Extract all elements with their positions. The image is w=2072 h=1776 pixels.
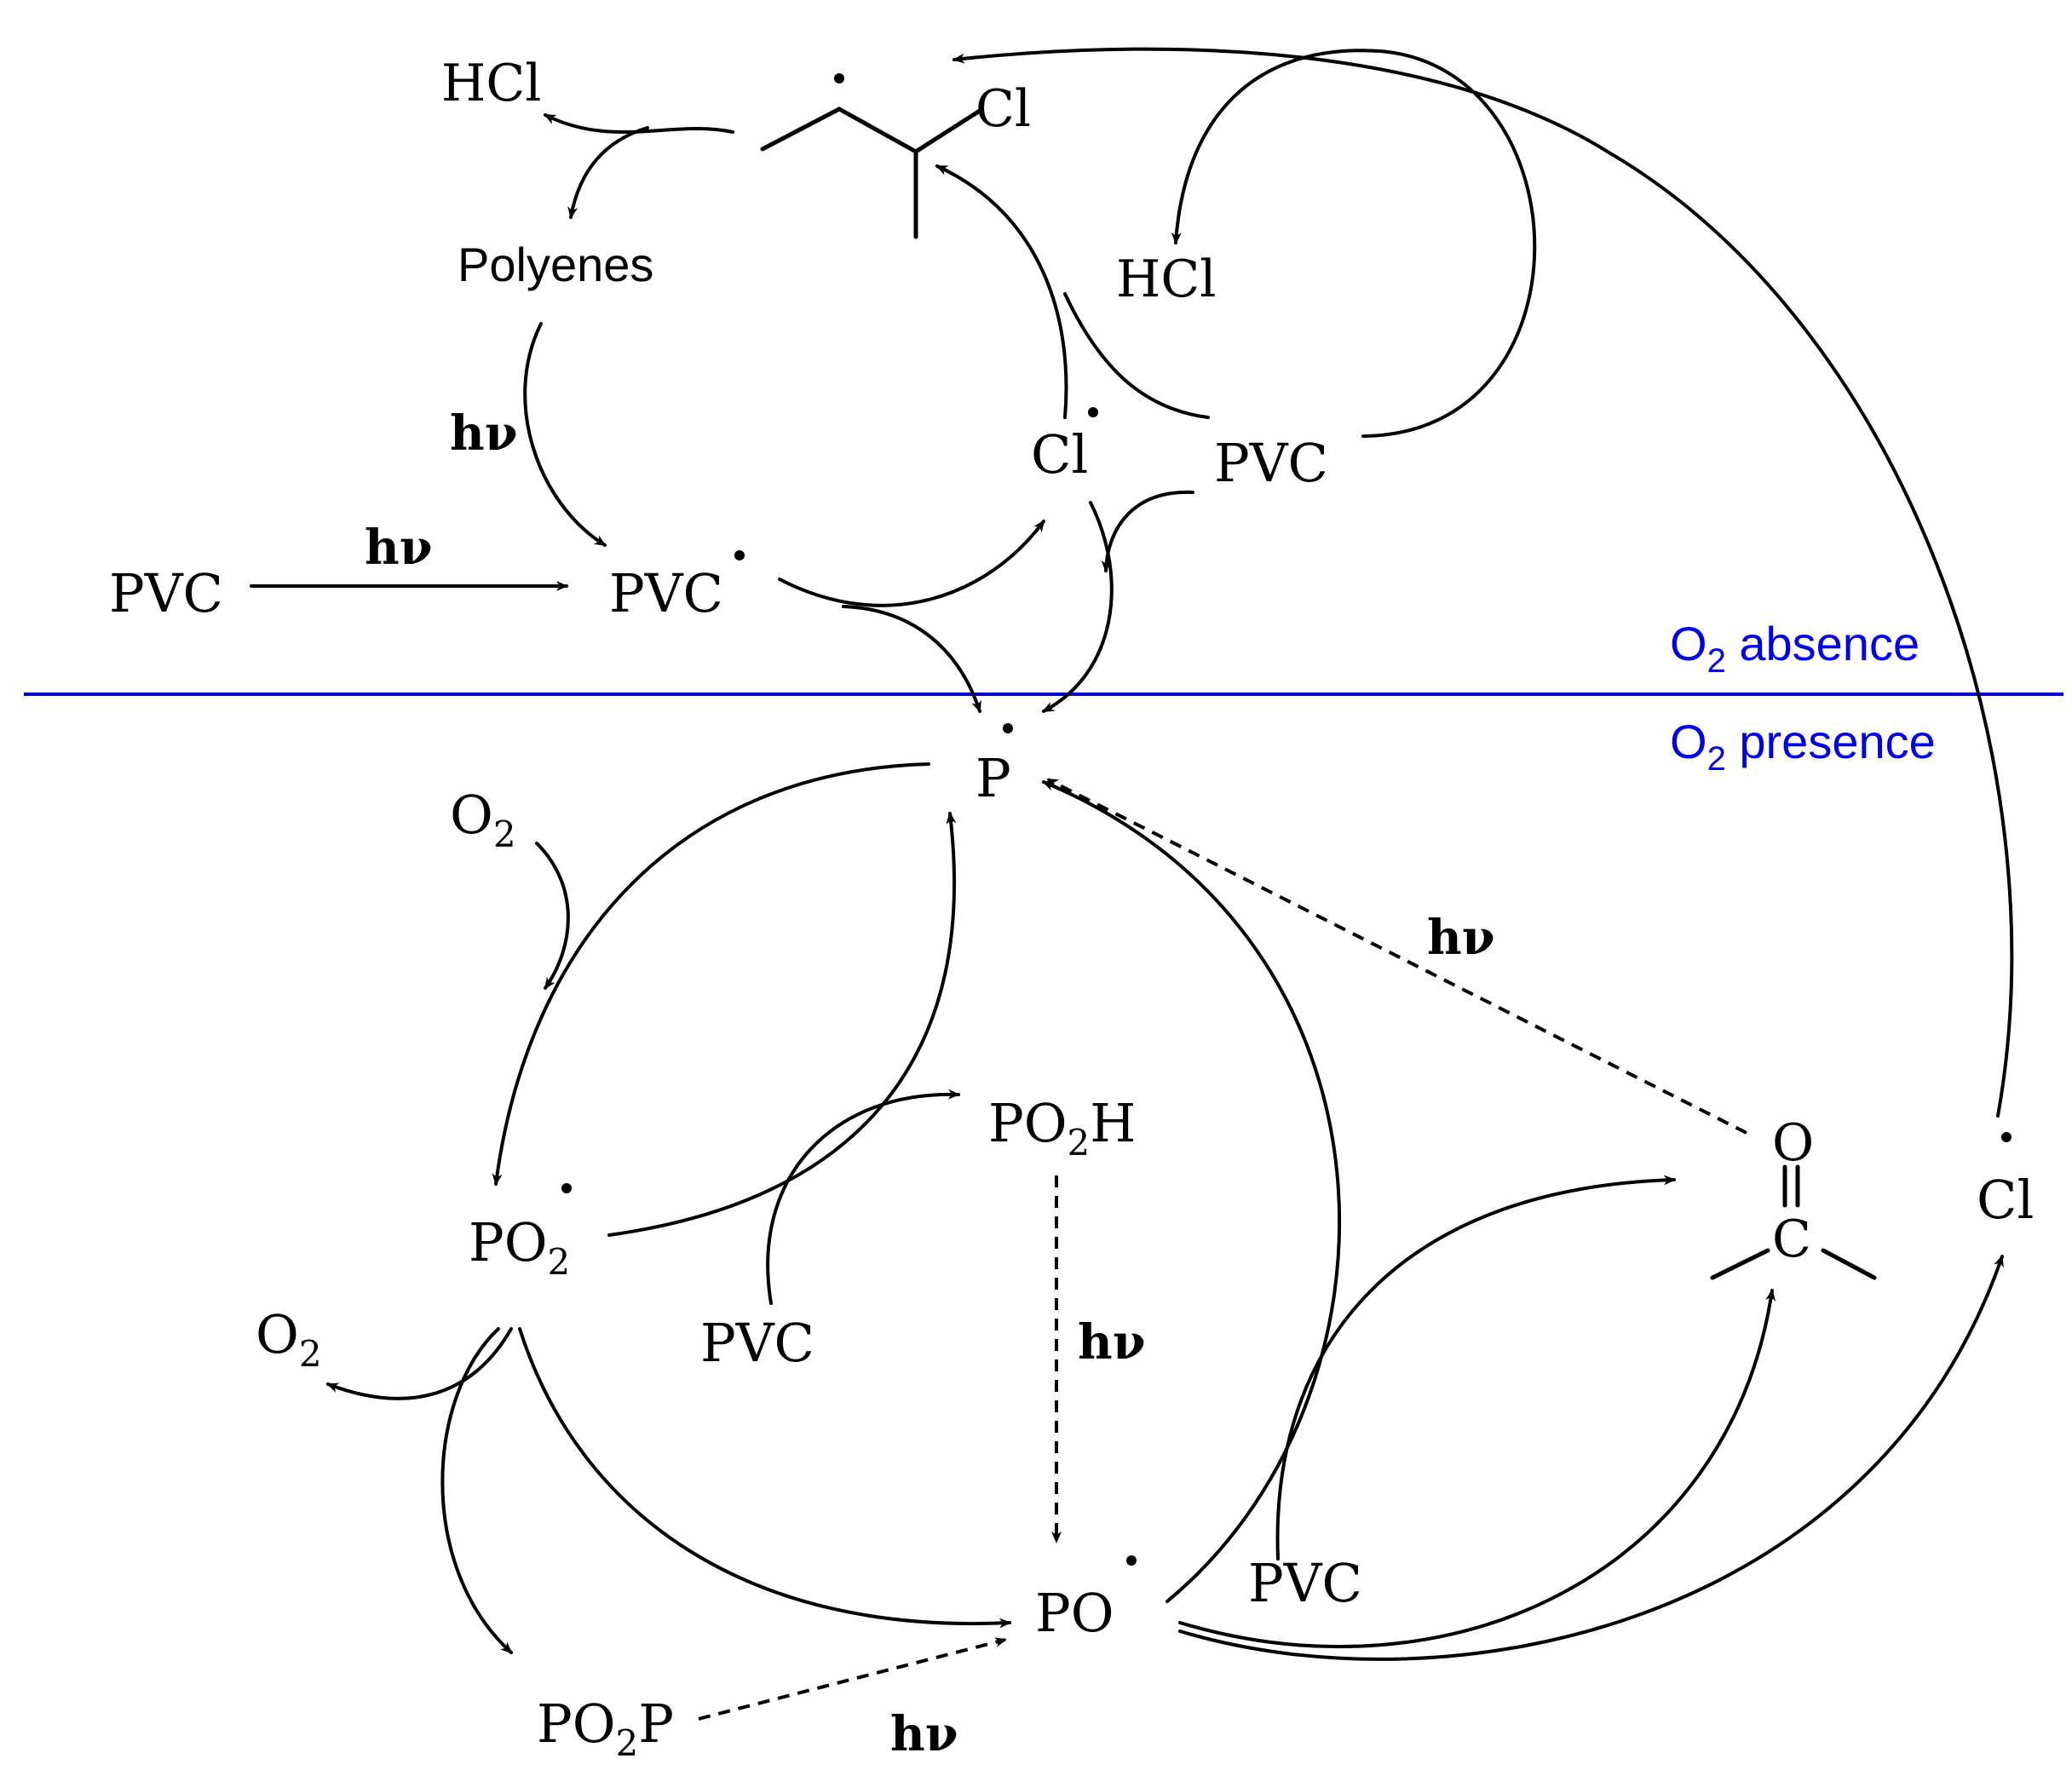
pvc-label-middle: PVC bbox=[700, 1312, 814, 1374]
reaction-arrows bbox=[250, 47, 2014, 1661]
pvc-label-bottom: PVC bbox=[1248, 1552, 1362, 1614]
arrow-o2-into-po2-path bbox=[535, 842, 570, 990]
hv-label-dashed-p: hν bbox=[1427, 910, 1495, 966]
arrow-po2p-to-po-dashed bbox=[698, 1637, 1007, 1721]
arrow-pvc-loop-to-hcl bbox=[1171, 49, 1537, 438]
radical-dot-cl-top bbox=[1088, 407, 1098, 417]
arrow-po2-to-po2p bbox=[440, 1327, 513, 1654]
arrow-po-to-cl bbox=[1178, 1255, 2004, 1661]
radical-dot-top bbox=[834, 73, 844, 83]
arrow-radical-to-hcl bbox=[544, 113, 734, 134]
o2-label-upper: O2 bbox=[450, 784, 516, 855]
hcl-label-left: HCl bbox=[441, 54, 541, 113]
radical-dot-po2 bbox=[561, 1183, 572, 1193]
arrow-pvc-to-carbonyl bbox=[1275, 1175, 1676, 1560]
arrow-pvc-to-radical bbox=[1063, 292, 1210, 419]
hv-label-pvc: hν bbox=[365, 520, 433, 576]
arrow-pvc-to-p-short bbox=[1101, 490, 1194, 572]
p-radical-label: P bbox=[976, 747, 1011, 809]
po-radical-label: PO bbox=[1035, 1582, 1114, 1644]
region-label-presence: O2 presence bbox=[1670, 715, 1936, 778]
po2h-label: PO2H bbox=[988, 1092, 1136, 1164]
arrow-radical-to-polyenes bbox=[567, 126, 649, 219]
arrow-pvc-radical-to-cl bbox=[778, 520, 1045, 607]
arrow-pvc-to-po2h bbox=[766, 1089, 960, 1305]
radical-dot-cl-right bbox=[2001, 1132, 2012, 1142]
arrow-po-to-carbonyl bbox=[1178, 1289, 1776, 1648]
po2p-label: PO2P bbox=[537, 1693, 674, 1764]
o2-label-lower: O2 bbox=[256, 1303, 322, 1375]
polyenes-label: Polyenes bbox=[458, 238, 653, 291]
carbonyl-structure bbox=[1710, 1164, 1877, 1280]
po2-radical-label: PO2 bbox=[469, 1211, 570, 1283]
hv-label-polyenes: hν bbox=[450, 405, 518, 462]
hv-label-po2h: hν bbox=[1078, 1314, 1146, 1371]
arrow-po2-to-po bbox=[518, 1327, 1011, 1629]
region-label-absence: O2 absence bbox=[1670, 617, 1919, 680]
radical-dot-p bbox=[1003, 723, 1013, 733]
carbonyl-o: O bbox=[1772, 1113, 1814, 1173]
cl-radical-label-top: Cl bbox=[1031, 423, 1088, 486]
radical-dot-po bbox=[1126, 1555, 1137, 1566]
arrow-cl-big-arc-to-radical bbox=[953, 47, 2014, 1118]
arrow-carbonyl-to-p-dashed bbox=[1046, 778, 1747, 1135]
arrow-polyenes-to-pvc-radical bbox=[523, 322, 607, 547]
arrow-cl-to-radical bbox=[935, 164, 1068, 419]
pvc-label-right: PVC bbox=[1214, 432, 1328, 494]
cl-radical-label-right: Cl bbox=[1977, 1169, 2034, 1231]
chlorinated-radical-structure bbox=[760, 106, 982, 239]
hv-label-po2p: hν bbox=[890, 1706, 958, 1762]
arrow-p-to-po2 bbox=[492, 762, 930, 1186]
arrow-cl-to-p bbox=[1042, 501, 1114, 713]
arrow-po-to-p bbox=[1042, 780, 1342, 1603]
hcl-label-right: HCl bbox=[1116, 250, 1216, 309]
carbonyl-c: C bbox=[1772, 1210, 1811, 1269]
pvc-label-left: PVC bbox=[109, 562, 223, 624]
pvc-radical-label: PVC bbox=[609, 562, 723, 624]
cl-label-top: Cl bbox=[976, 79, 1031, 139]
radical-dot-pvc bbox=[734, 550, 745, 560]
arrow-po2-to-p bbox=[607, 812, 957, 1237]
arrow-pvc-radical-to-p bbox=[842, 605, 981, 713]
arrow-po2-to-o2 bbox=[326, 1327, 513, 1400]
dashed-arrows bbox=[698, 778, 1747, 1721]
